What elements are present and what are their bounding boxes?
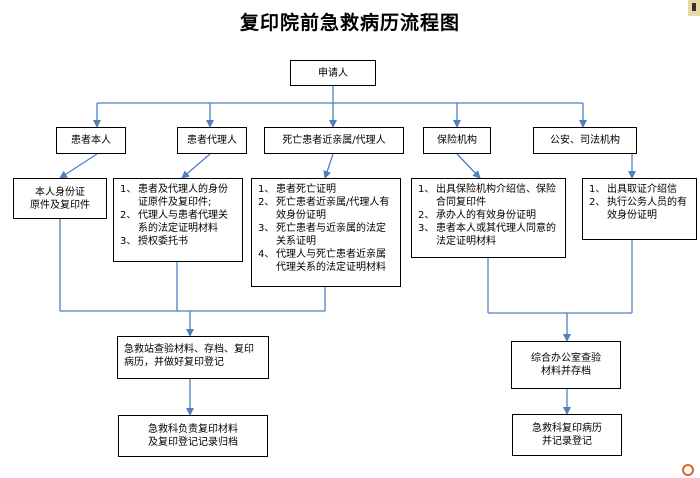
item-text: 承办人的有效身份证明 bbox=[436, 210, 536, 221]
patient-agent-label: 患者代理人 bbox=[187, 135, 237, 146]
item-text: 死亡患者与近亲属的法定关系证明 bbox=[276, 223, 386, 247]
item-number: 2、 bbox=[418, 210, 435, 221]
list-item: 1、出具保险机构介绍信、保险合同复印件 bbox=[418, 183, 559, 209]
item-number: 3、 bbox=[258, 223, 275, 234]
patient-self-label: 患者本人 bbox=[71, 135, 111, 146]
patient-self-box: 患者本人 bbox=[56, 127, 126, 154]
station-check-text: 急救站查验材料、存档、复印病历，并做好复印登记 bbox=[124, 344, 254, 368]
item-number: 2、 bbox=[589, 197, 606, 208]
item-number: 1、 bbox=[418, 184, 435, 195]
item-number: 4、 bbox=[258, 249, 275, 260]
item-text: 代理人与患者代理关系的法定证明材料 bbox=[138, 210, 228, 234]
station-check-box: 急救站查验材料、存档、复印病历，并做好复印登记 bbox=[117, 336, 269, 379]
applicant-box: 申请人 bbox=[290, 60, 376, 86]
item-text: 死亡患者近亲属/代理人有效身份证明 bbox=[276, 197, 390, 221]
insurer-label: 保险机构 bbox=[437, 135, 477, 146]
list-item: 3、授权委托书 bbox=[120, 235, 236, 248]
patient-agent-box: 患者代理人 bbox=[177, 127, 247, 154]
dept-archive-text: 急救科负责复印材料 及复印登记记录归档 bbox=[148, 424, 238, 448]
page-title: 复印院前急救病历流程图 bbox=[239, 12, 460, 34]
item-text: 授权委托书 bbox=[138, 236, 188, 247]
self-docs-box: 本人身份证 原件及复印件 bbox=[13, 178, 107, 219]
item-number: 3、 bbox=[120, 236, 137, 247]
item-text: 执行公务人员的有效身份证明 bbox=[607, 197, 687, 221]
watermark-logo-icon bbox=[682, 464, 694, 476]
item-text: 出具保险机构介绍信、保险合同复印件 bbox=[436, 184, 556, 208]
arrow-self-docs bbox=[59, 153, 98, 179]
dept-copy-box: 急救科复印病历 并记录登记 bbox=[512, 414, 622, 456]
item-number: 1、 bbox=[589, 184, 606, 195]
item-text: 患者及代理人的身份证原件及复印件; bbox=[138, 184, 228, 208]
arrow-deceased-docs bbox=[323, 153, 334, 179]
item-text: 出具取证介绍信 bbox=[607, 184, 677, 195]
police-judicial-label: 公安、司法机构 bbox=[550, 135, 620, 146]
list-item: 2、代理人与患者代理关系的法定证明材料 bbox=[120, 209, 236, 235]
dept-copy-text: 急救科复印病历 并记录登记 bbox=[532, 423, 602, 447]
insurer-box: 保险机构 bbox=[423, 127, 491, 154]
item-text: 患者本人或其代理人同意的法定证明材料 bbox=[436, 223, 556, 247]
list-item: 1、患者死亡证明 bbox=[258, 183, 394, 196]
corner-bookmark-icon bbox=[688, 0, 700, 16]
dept-archive-box: 急救科负责复印材料 及复印登记记录归档 bbox=[118, 415, 268, 457]
office-check-text: 综合办公室查验 材料并存档 bbox=[531, 353, 601, 377]
list-item: 3、患者本人或其代理人同意的法定证明材料 bbox=[418, 222, 559, 248]
item-number: 2、 bbox=[120, 210, 137, 221]
office-check-box: 综合办公室查验 材料并存档 bbox=[511, 341, 621, 389]
self-docs-text: 本人身份证 原件及复印件 bbox=[30, 186, 90, 211]
deceased-relative-label: 死亡患者近亲属/代理人 bbox=[282, 135, 386, 146]
arrow-insurer-docs bbox=[456, 153, 481, 179]
police-judicial-box: 公安、司法机构 bbox=[533, 127, 637, 154]
item-number: 1、 bbox=[120, 184, 137, 195]
item-number: 2、 bbox=[258, 197, 275, 208]
item-number: 3、 bbox=[418, 223, 435, 234]
arrow-agent-docs bbox=[181, 153, 211, 179]
list-item: 1、患者及代理人的身份证原件及复印件; bbox=[120, 183, 236, 209]
list-item: 2、执行公务人员的有效身份证明 bbox=[589, 196, 690, 222]
item-text: 代理人与死亡患者近亲属代理关系的法定证明材料 bbox=[276, 249, 386, 273]
deceased-relative-box: 死亡患者近亲属/代理人 bbox=[264, 127, 404, 154]
list-item: 3、死亡患者与近亲属的法定关系证明 bbox=[258, 222, 394, 248]
list-item: 2、承办人的有效身份证明 bbox=[418, 209, 559, 222]
list-item: 1、出具取证介绍信 bbox=[589, 183, 690, 196]
applicant-label: 申请人 bbox=[318, 67, 348, 79]
list-item: 2、死亡患者近亲属/代理人有效身份证明 bbox=[258, 196, 394, 222]
item-text: 患者死亡证明 bbox=[276, 184, 336, 195]
list-item: 4、代理人与死亡患者近亲属代理关系的法定证明材料 bbox=[258, 248, 394, 274]
item-number: 1、 bbox=[258, 184, 275, 195]
